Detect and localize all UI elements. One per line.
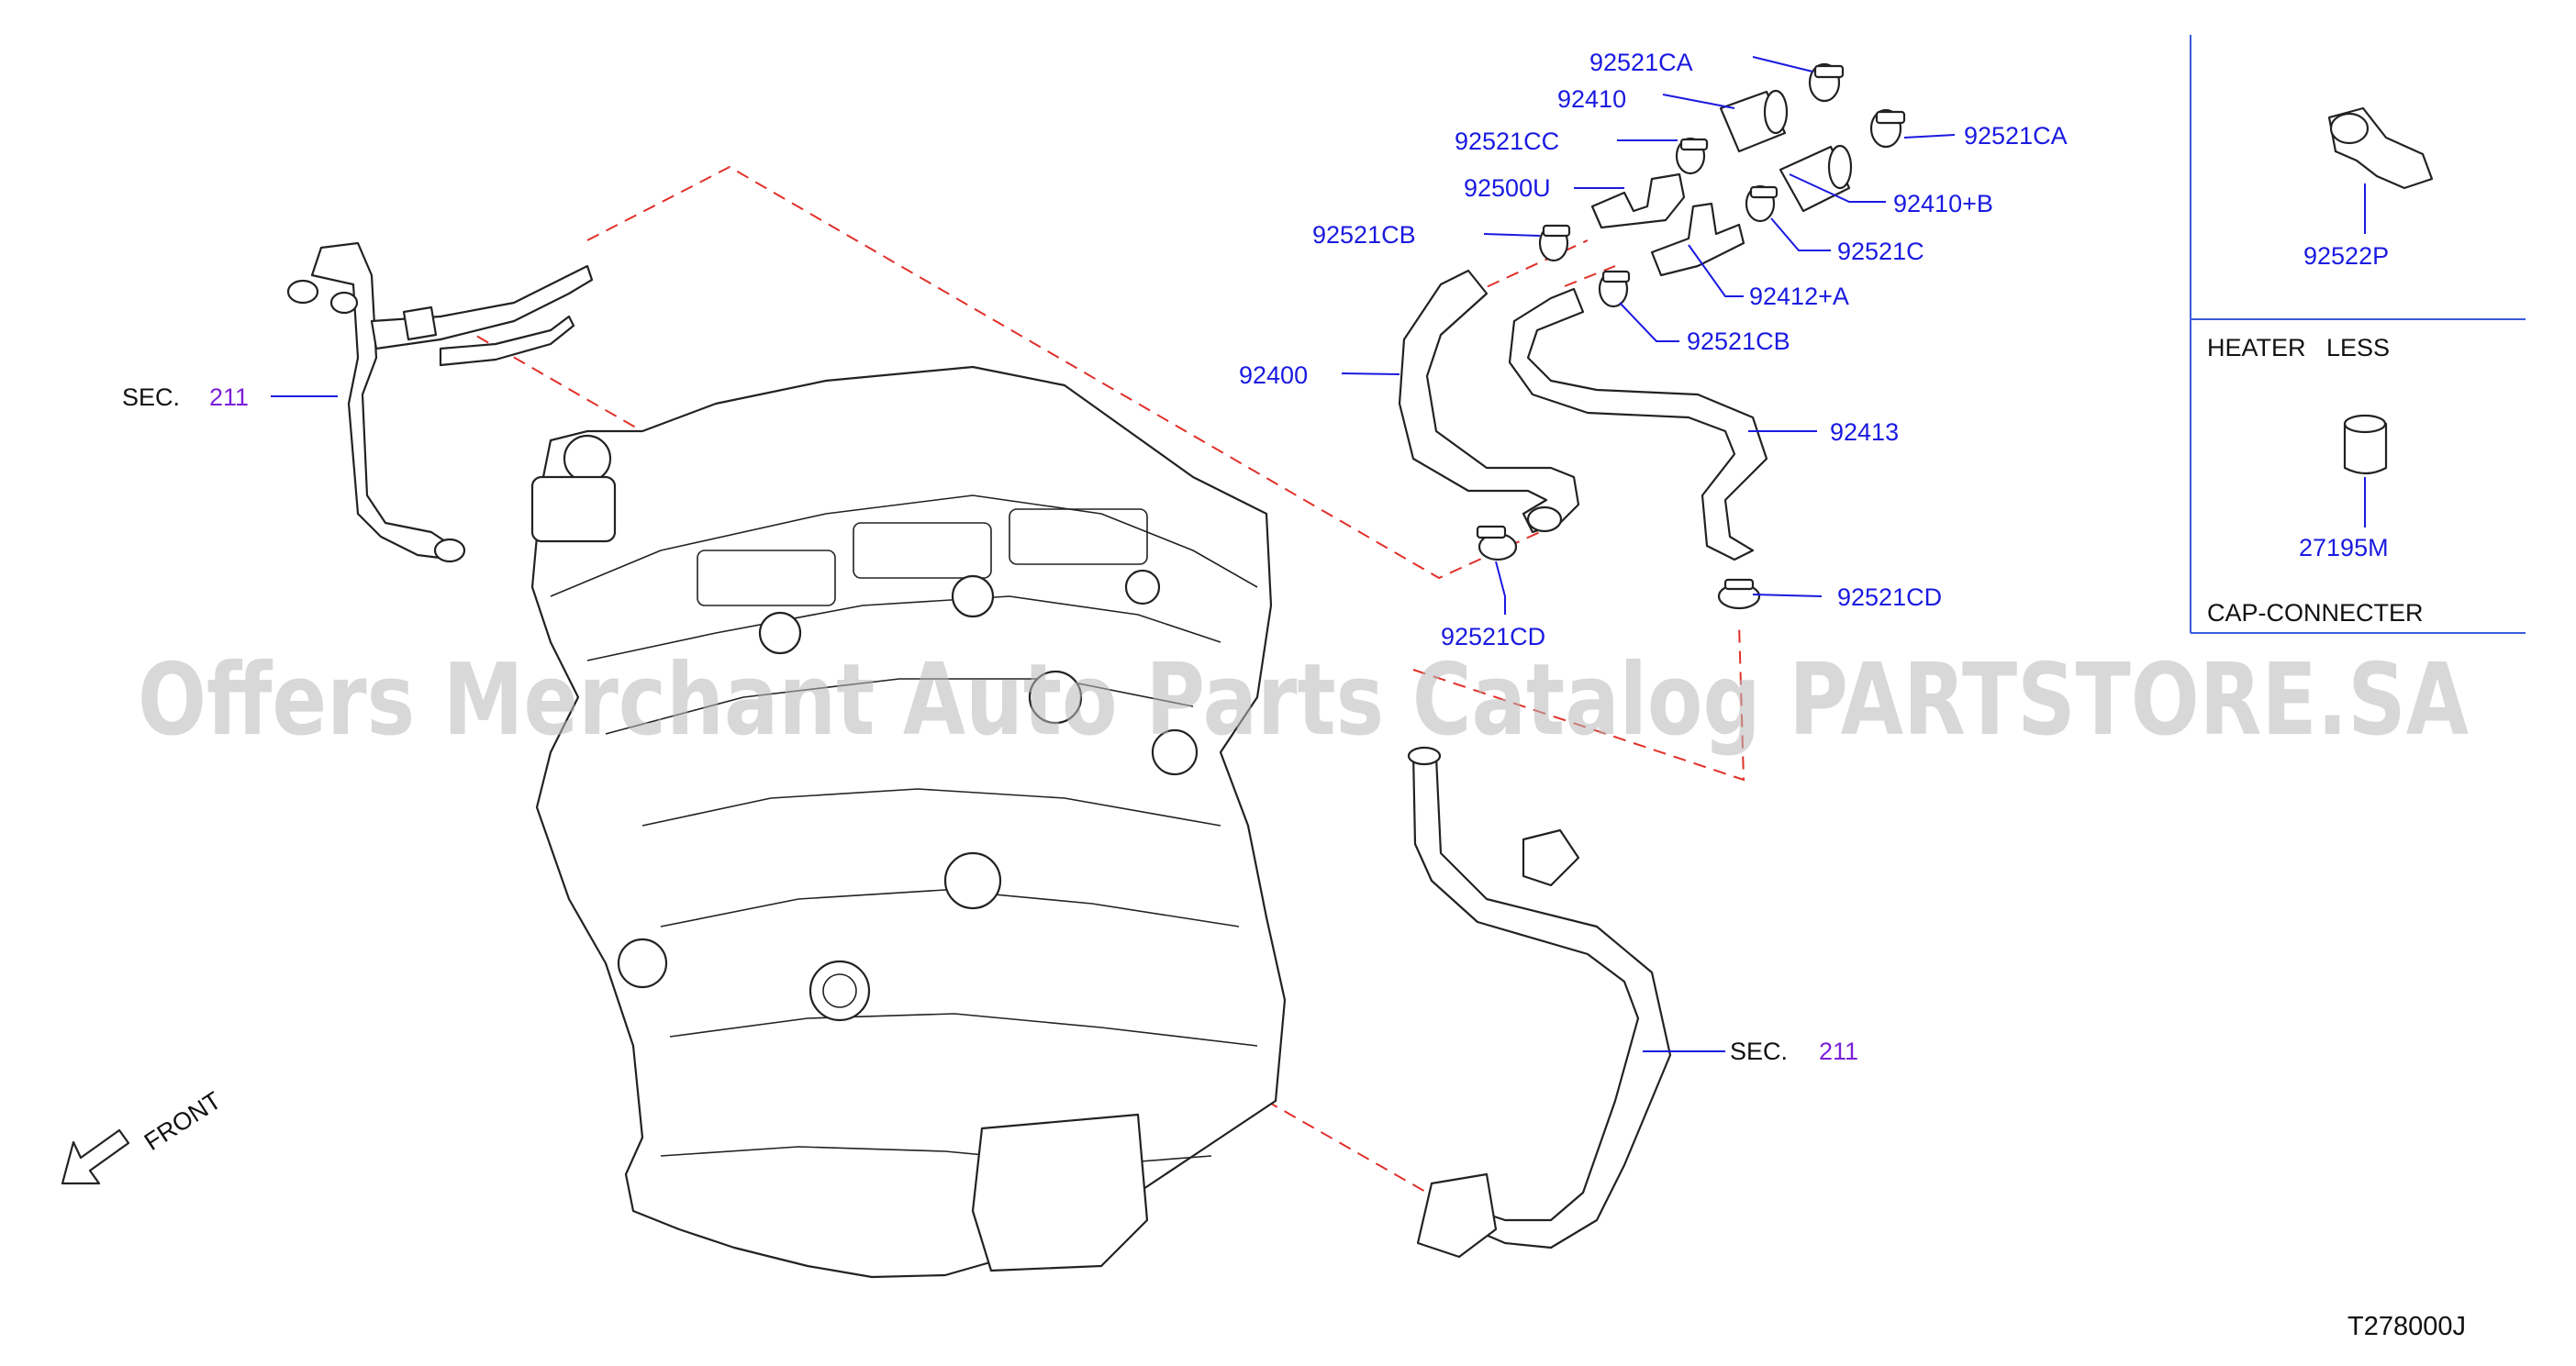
callout-label[interactable]: 92521CB — [1312, 221, 1416, 249]
side-panel — [2190, 35, 2526, 634]
section-ref-left[interactable]: SEC. 211 — [122, 383, 249, 411]
heater-less-label: HEATER LESS — [2207, 334, 2390, 361]
callout-label[interactable]: 92521CD — [1837, 583, 1942, 611]
callout-label[interactable]: 92500U — [1464, 174, 1551, 202]
callout-label[interactable]: 92521CA — [1964, 122, 2068, 150]
part-27195M-drawing — [2343, 414, 2388, 475]
section-prefix: SEC. — [122, 383, 180, 411]
clamp-92521CB-b — [1598, 270, 1631, 308]
section-number: 211 — [1819, 1038, 1858, 1065]
front-arrow-icon — [61, 1128, 130, 1185]
callout-labels: 92521CA 92410 92521CA 92521CC 92500U 924… — [1239, 49, 2389, 650]
watermark: Offers Merchant Auto Parts Catalog PARTS… — [138, 643, 2469, 758]
section-prefix: SEC. — [1730, 1038, 1788, 1065]
clamp-92521C — [1745, 184, 1779, 223]
callout-label[interactable]: 92412+A — [1749, 283, 1849, 310]
callout-label[interactable]: 92400 — [1239, 361, 1308, 389]
clamp-92521CA-b — [1869, 108, 1906, 149]
section-number: 211 — [209, 383, 249, 411]
front-label: FRONT — [139, 1086, 226, 1156]
clamps — [1476, 62, 1906, 610]
callout-label[interactable]: 92410 — [1557, 85, 1626, 113]
clamp-92521CA-a — [1808, 62, 1845, 103]
callout-label[interactable]: 27195M — [2299, 534, 2389, 561]
right-water-pipe — [1407, 746, 1672, 1259]
callout-label[interactable]: 92521CD — [1441, 623, 1545, 650]
clamp-92521CD-b — [1717, 578, 1761, 610]
callout-label[interactable]: 92521CC — [1455, 128, 1559, 155]
callout-label[interactable]: 92522P — [2303, 242, 2389, 270]
callout-label[interactable]: 92521CA — [1589, 49, 1693, 76]
hose-92413 — [1508, 287, 1768, 561]
drawing-code: T278000J — [2347, 1312, 2466, 1341]
engine-assembly — [530, 365, 1287, 1279]
clamp-92521CD-a — [1476, 525, 1518, 561]
leader-lines — [271, 56, 2366, 1052]
clamp-92521CC — [1675, 137, 1709, 175]
part-92522P-drawing — [2327, 106, 2434, 190]
left-water-pipe — [286, 241, 594, 563]
callout-label[interactable]: 92521CB — [1687, 328, 1790, 355]
hose-92400 — [1398, 269, 1580, 534]
small-hoses — [1590, 89, 1853, 277]
callout-label[interactable]: 92521C — [1837, 238, 1924, 265]
cap-connecter-label: CAP-CONNECTER — [2207, 599, 2424, 627]
callout-label[interactable]: 92413 — [1830, 418, 1899, 446]
section-ref-right[interactable]: SEC. 211 — [1730, 1038, 1858, 1065]
front-indicator: FRONT — [61, 1086, 226, 1185]
clamp-92521CB-a — [1538, 224, 1571, 262]
callout-label[interactable]: 92410+B — [1893, 190, 1993, 217]
